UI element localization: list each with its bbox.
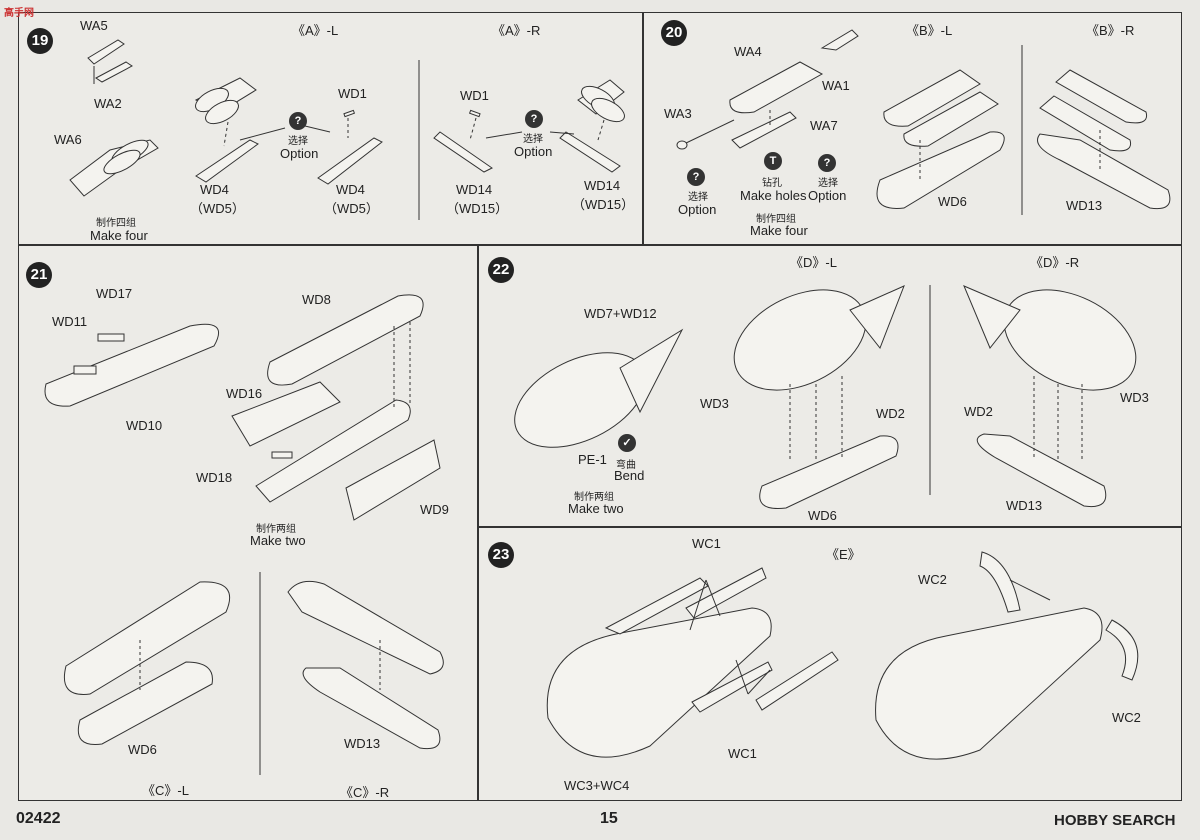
label-e: 《E》 xyxy=(826,547,861,562)
label-option-a20: Option xyxy=(678,202,717,217)
product-code: 02422 xyxy=(16,810,61,827)
label-wc3-wc4: WC3+WC4 xyxy=(564,778,630,793)
label-br: 《B》-R xyxy=(1086,23,1135,38)
label-make-two21: Make two xyxy=(250,533,306,548)
label-option-b20: Option xyxy=(808,188,847,203)
site-logo: 高手网 xyxy=(4,8,34,19)
label-wd4a: WD4 xyxy=(200,182,229,197)
label-wa3: WA3 xyxy=(664,106,692,121)
label-option-b: Option xyxy=(514,144,553,159)
label-wd2b: WD2 xyxy=(964,404,993,419)
label-bend: Bend xyxy=(614,468,645,483)
label-wd14a: WD14 xyxy=(456,182,493,197)
label-wa6: WA6 xyxy=(54,132,82,147)
label-wd2a: WD2 xyxy=(876,406,905,421)
label-al: 《A》-L xyxy=(292,23,339,38)
drill-icon: T xyxy=(764,152,782,170)
label-wd17: WD17 xyxy=(96,286,133,301)
label-wa7: WA7 xyxy=(810,118,838,133)
label-wc1a: WC1 xyxy=(692,536,721,551)
label-wd5b: （WD5） xyxy=(324,201,379,216)
label-wd18: WD18 xyxy=(196,470,233,485)
label-wd1b: WD1 xyxy=(460,88,489,103)
panel-step-19 xyxy=(18,12,643,245)
step-20-number: 20 xyxy=(661,20,687,46)
label-bl: 《B》-L xyxy=(906,23,953,38)
step-21-number: 21 xyxy=(26,262,52,288)
label-wd1a: WD1 xyxy=(338,86,367,101)
option-question-icon: ? xyxy=(818,154,836,172)
page-number: 15 xyxy=(600,810,618,827)
bend-icon: ✓ xyxy=(618,434,636,452)
label-holes-cn: 钻孔 xyxy=(762,178,782,189)
label-wa2: WA2 xyxy=(94,96,122,111)
label-make-four: Make four xyxy=(90,228,148,243)
label-wa5: WA5 xyxy=(80,18,108,33)
label-wd10: WD10 xyxy=(126,418,163,433)
label-option-cn-b: 选择 xyxy=(523,134,543,145)
label-make-four-cn: 制作四组 xyxy=(96,218,136,229)
label-wd3a: WD3 xyxy=(700,396,729,411)
label-wd13-21: WD13 xyxy=(344,736,381,751)
label-bend-cn: 弯曲 xyxy=(616,460,636,471)
label-wd15a: （WD15） xyxy=(446,201,509,216)
label-option-a: Option xyxy=(280,146,319,161)
step-19-number: 19 xyxy=(27,28,53,54)
watermark: HOBBY SEARCH xyxy=(1054,812,1176,829)
label-holes: Make holes xyxy=(740,188,807,203)
label-wd6-20: WD6 xyxy=(938,194,967,209)
label-make-two-cn21: 制作两组 xyxy=(256,524,296,535)
label-wa4: WA4 xyxy=(734,44,762,59)
label-wd6-21: WD6 xyxy=(128,742,157,757)
label-wd15b: （WD15） xyxy=(572,197,635,212)
option-question-icon: ? xyxy=(687,168,705,186)
label-wd5a: （WD5） xyxy=(190,201,245,216)
label-wc2a: WC2 xyxy=(918,572,947,587)
label-make-four20: Make four xyxy=(750,223,808,238)
label-pe1: PE-1 xyxy=(578,452,607,467)
label-make-two-cn22: 制作两组 xyxy=(574,492,614,503)
label-wd9: WD9 xyxy=(420,502,449,517)
label-option-cn-b20: 选择 xyxy=(818,178,838,189)
label-wc1b: WC1 xyxy=(728,746,757,761)
label-wd13-22: WD13 xyxy=(1006,498,1043,513)
label-cr: 《C》-R xyxy=(340,785,390,800)
label-wd16: WD16 xyxy=(226,386,263,401)
step-22-number: 22 xyxy=(488,257,514,283)
label-wd14b: WD14 xyxy=(584,178,621,193)
label-make-two22: Make two xyxy=(568,501,624,516)
option-question-icon: ? xyxy=(525,110,543,128)
label-wd3b: WD3 xyxy=(1120,390,1149,405)
label-cl: 《C》-L xyxy=(142,783,189,798)
option-question-icon: ? xyxy=(289,112,307,130)
label-ar: 《A》-R xyxy=(492,23,541,38)
step-23-number: 23 xyxy=(488,542,514,568)
label-wd13-20: WD13 xyxy=(1066,198,1103,213)
label-wc2b: WC2 xyxy=(1112,710,1141,725)
label-option-cn-a: 选择 xyxy=(288,136,308,147)
label-make-four-cn20: 制作四组 xyxy=(756,214,796,225)
label-wd6-22: WD6 xyxy=(808,508,837,523)
label-wa1: WA1 xyxy=(822,78,850,93)
label-wd11: WD11 xyxy=(52,314,88,329)
label-dl: 《D》-L xyxy=(790,255,837,270)
label-wd4b: WD4 xyxy=(336,182,365,197)
label-wd8: WD8 xyxy=(302,292,331,307)
label-option-cn-a20: 选择 xyxy=(688,192,708,203)
label-wd7-wd12: WD7+WD12 xyxy=(584,306,657,321)
label-dr: 《D》-R xyxy=(1030,255,1080,270)
